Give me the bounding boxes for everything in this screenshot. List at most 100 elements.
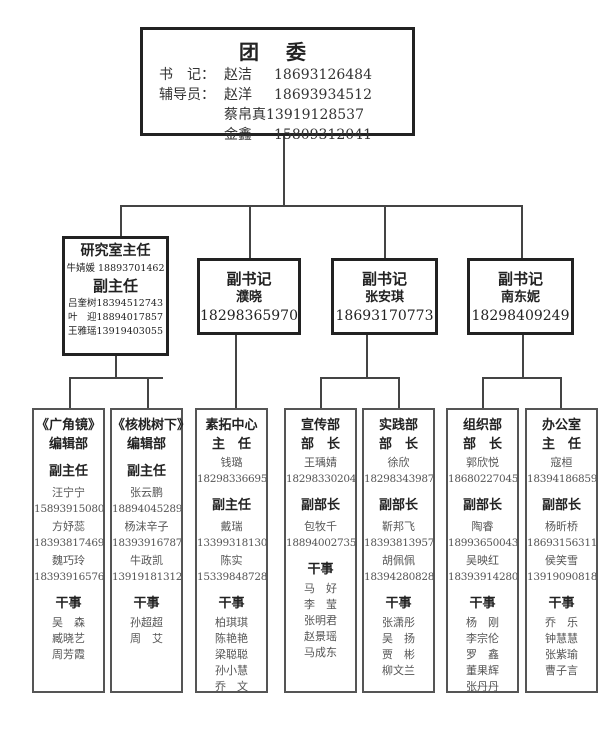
connector: [560, 377, 562, 409]
secretary-title: 副书记: [361, 270, 407, 288]
phone: 13919181312: [112, 571, 183, 583]
phone: 18693156311: [527, 537, 598, 549]
phone: 18393916576: [34, 571, 105, 583]
spacer: [34, 454, 103, 462]
connector: [320, 377, 400, 379]
spacer: [112, 586, 181, 594]
name: 侯笑雪: [545, 554, 578, 567]
staff-name: 罗 鑫: [466, 648, 499, 661]
spacer: [286, 552, 355, 560]
name: 钱璐: [220, 456, 243, 469]
spacer: [286, 488, 355, 496]
secretary-title: 副书记: [497, 270, 543, 288]
research-head: 牛婧媛 18893701462: [66, 263, 165, 274]
staff-title: 干事: [469, 596, 496, 611]
research-deputy: 王雅瑶13919403055: [68, 326, 163, 337]
staff-name: 柏琪琪: [215, 616, 248, 629]
name: 戴瑞: [220, 520, 243, 533]
spacer: [364, 488, 433, 496]
staff-name: 李 莹: [304, 598, 337, 611]
connector: [384, 205, 386, 259]
secretary-phone: 18298365970: [200, 308, 298, 324]
connector: [522, 334, 524, 378]
name: 王瑀婧: [304, 456, 337, 469]
research-title: 研究室主任: [80, 243, 151, 259]
staff-name: 吴 森: [52, 616, 85, 629]
staff-name: 董果辉: [466, 664, 499, 677]
row-label: 书 记：: [159, 67, 215, 83]
secretary-phone: 18693170773: [335, 308, 434, 324]
connector: [482, 377, 484, 409]
department-title: 素拓中心: [205, 418, 258, 433]
name: 方妤蕊: [52, 520, 85, 533]
name: 靳邦飞: [382, 520, 415, 533]
deputy-secretary-box: 副书记 濮晓 18298365970: [197, 258, 301, 335]
connector: [398, 377, 400, 409]
connector: [482, 377, 562, 379]
phone: 13399318130: [197, 537, 268, 549]
department-title: 实践部: [378, 418, 418, 433]
name: 寇桓: [550, 456, 573, 469]
head-title: 主 任: [211, 437, 251, 452]
staff-name: 张明君: [304, 614, 337, 627]
head-title: 部 长: [378, 437, 418, 452]
deputy-title: 副主任: [211, 498, 251, 513]
top-row: 蔡帛真13919128537: [159, 105, 412, 125]
phone: 18298330204: [286, 473, 357, 485]
research-office-box: 研究室主任 牛婧媛 18893701462 副主任 吕奎树18394512743…: [62, 236, 169, 356]
connector: [69, 377, 71, 409]
phone: 18394186859: [527, 473, 598, 485]
row-phone: 15809312041: [274, 127, 372, 143]
connector: [521, 205, 523, 259]
head-title: 主 任: [541, 437, 581, 452]
staff-title: 干事: [218, 596, 245, 611]
head-title: 部 长: [462, 437, 502, 452]
staff-title: 干事: [55, 596, 82, 611]
department-title: 宣传部: [300, 418, 340, 433]
secretary-name: 张安琪: [364, 290, 404, 305]
name: 张云鹏: [130, 486, 163, 499]
name: 徐欣: [387, 456, 410, 469]
department-title: 编辑部: [126, 437, 166, 452]
department-title: 《核桃树下》: [112, 418, 191, 433]
deputy-secretary-box: 副书记 南东妮 18298409249: [467, 258, 574, 335]
staff-name: 杨 刚: [466, 616, 499, 629]
staff-name: 周芳霞: [52, 648, 85, 661]
staff-name: 马 好: [304, 582, 337, 595]
staff-title: 干事: [385, 596, 412, 611]
staff-name: 张潇彤: [382, 616, 415, 629]
name: 陈实: [220, 554, 243, 567]
deputy-title: 副主任: [48, 464, 88, 479]
staff-name: 马成东: [304, 646, 337, 659]
deputy-title: 副部长: [462, 498, 502, 513]
spacer: [112, 454, 181, 462]
name: 魏巧玲: [52, 554, 85, 567]
phone: 18298343987: [364, 473, 435, 485]
connector: [120, 205, 122, 237]
deputy-title: 副部长: [300, 498, 340, 513]
connector: [249, 205, 251, 259]
name: 陶睿: [471, 520, 494, 533]
phone: 18393813957: [364, 537, 435, 549]
deputy-title: 副主任: [126, 464, 166, 479]
phone: 18680227045: [448, 473, 519, 485]
name: 郭欣悦: [466, 456, 499, 469]
staff-title: 干事: [548, 596, 575, 611]
deputy-title: 副部长: [378, 498, 418, 513]
research-deputy: 叶 迎18894017857: [68, 312, 163, 323]
row-name: 蔡帛真: [224, 107, 266, 123]
department-title: 《广角镜》: [35, 418, 101, 433]
row-phone: 18693934512: [274, 87, 372, 103]
row-phone: 13919128537: [266, 107, 364, 123]
secretary-title: 副书记: [226, 270, 272, 288]
spacer: [448, 586, 517, 594]
name: 杨沫辛子: [124, 520, 169, 533]
name: 胡佩佩: [382, 554, 415, 567]
staff-name: 赵景瑶: [304, 630, 337, 643]
